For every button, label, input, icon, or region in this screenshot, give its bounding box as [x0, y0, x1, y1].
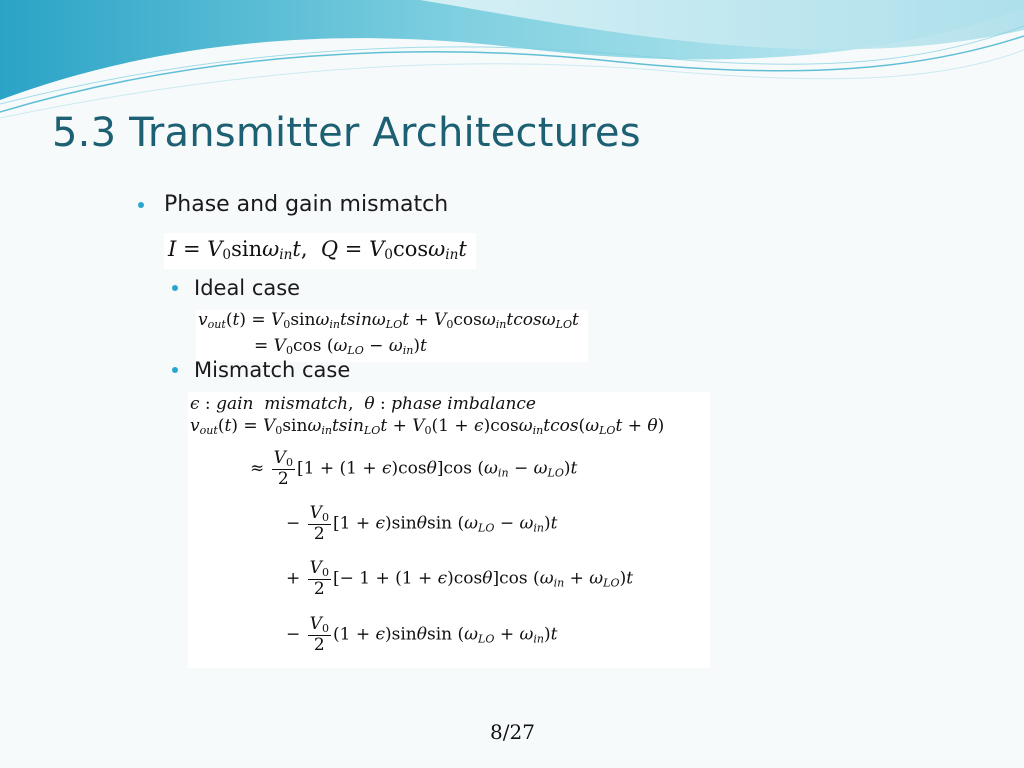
bullet-mismatch-case: Mismatch case [172, 358, 350, 382]
equation-iq: I = V0sinωint, Q = V0cosωint [164, 233, 476, 269]
bullet-dot-icon [138, 201, 144, 208]
equation-mismatch-definition: ϵ : gain mismatch, θ : phase imbalance [190, 394, 536, 414]
bullet-dot-icon [172, 367, 178, 373]
equation-mismatch-case: ϵ : gain mismatch, θ : phase imbalance v… [188, 392, 710, 668]
bullet-dot-icon [172, 285, 178, 291]
bullet-label: Mismatch case [194, 358, 351, 382]
bullet-phase-gain-mismatch: Phase and gain mismatch [138, 192, 448, 217]
slide-title: 5.3 Transmitter Architectures [52, 110, 641, 156]
bullet-label: Phase and gain mismatch [164, 192, 449, 217]
equation-ideal-line-2: = V0cos (ωLO − ωin)t [254, 336, 427, 357]
equation-ideal-case: vout(t) = V0sinωintsinωLOt + V0cosωintco… [196, 310, 588, 362]
bullet-label: Ideal case [194, 276, 301, 300]
page-number: 8/27 [490, 720, 535, 744]
equation-ideal-line-1: vout(t) = V0sinωintsinωLOt + V0cosωintco… [198, 310, 579, 331]
bullet-ideal-case: Ideal case [172, 276, 300, 300]
equation-mismatch-line-1: vout(t) = V0sinωintsinLOt + V0(1 + ϵ)cos… [190, 416, 665, 437]
header-wave-decoration [0, 0, 1024, 119]
